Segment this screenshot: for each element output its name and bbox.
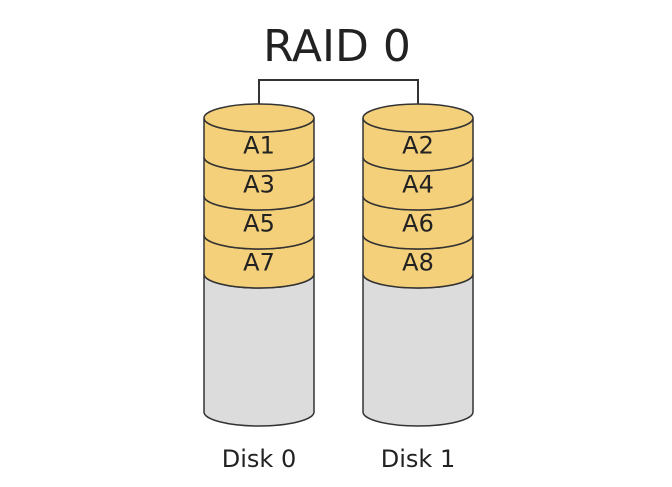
- block-label: A5: [243, 210, 275, 238]
- block-label: A4: [402, 171, 434, 199]
- disk-empty-space: [203, 273, 315, 427]
- disk-label: Disk 0: [222, 445, 296, 473]
- block-label: A3: [243, 171, 275, 199]
- disk-empty-space: [362, 273, 474, 427]
- disk-label: Disk 1: [381, 445, 455, 473]
- block-label: A6: [402, 210, 434, 238]
- disk-top-cap: [362, 103, 474, 133]
- block-label: A7: [243, 249, 275, 277]
- disk-top-cap: [203, 103, 315, 133]
- block-label: A8: [402, 249, 434, 277]
- diagram-title: RAID 0: [263, 21, 411, 72]
- block-label: A2: [402, 132, 434, 160]
- block-label: A1: [243, 132, 275, 160]
- connector-line: [258, 79, 419, 118]
